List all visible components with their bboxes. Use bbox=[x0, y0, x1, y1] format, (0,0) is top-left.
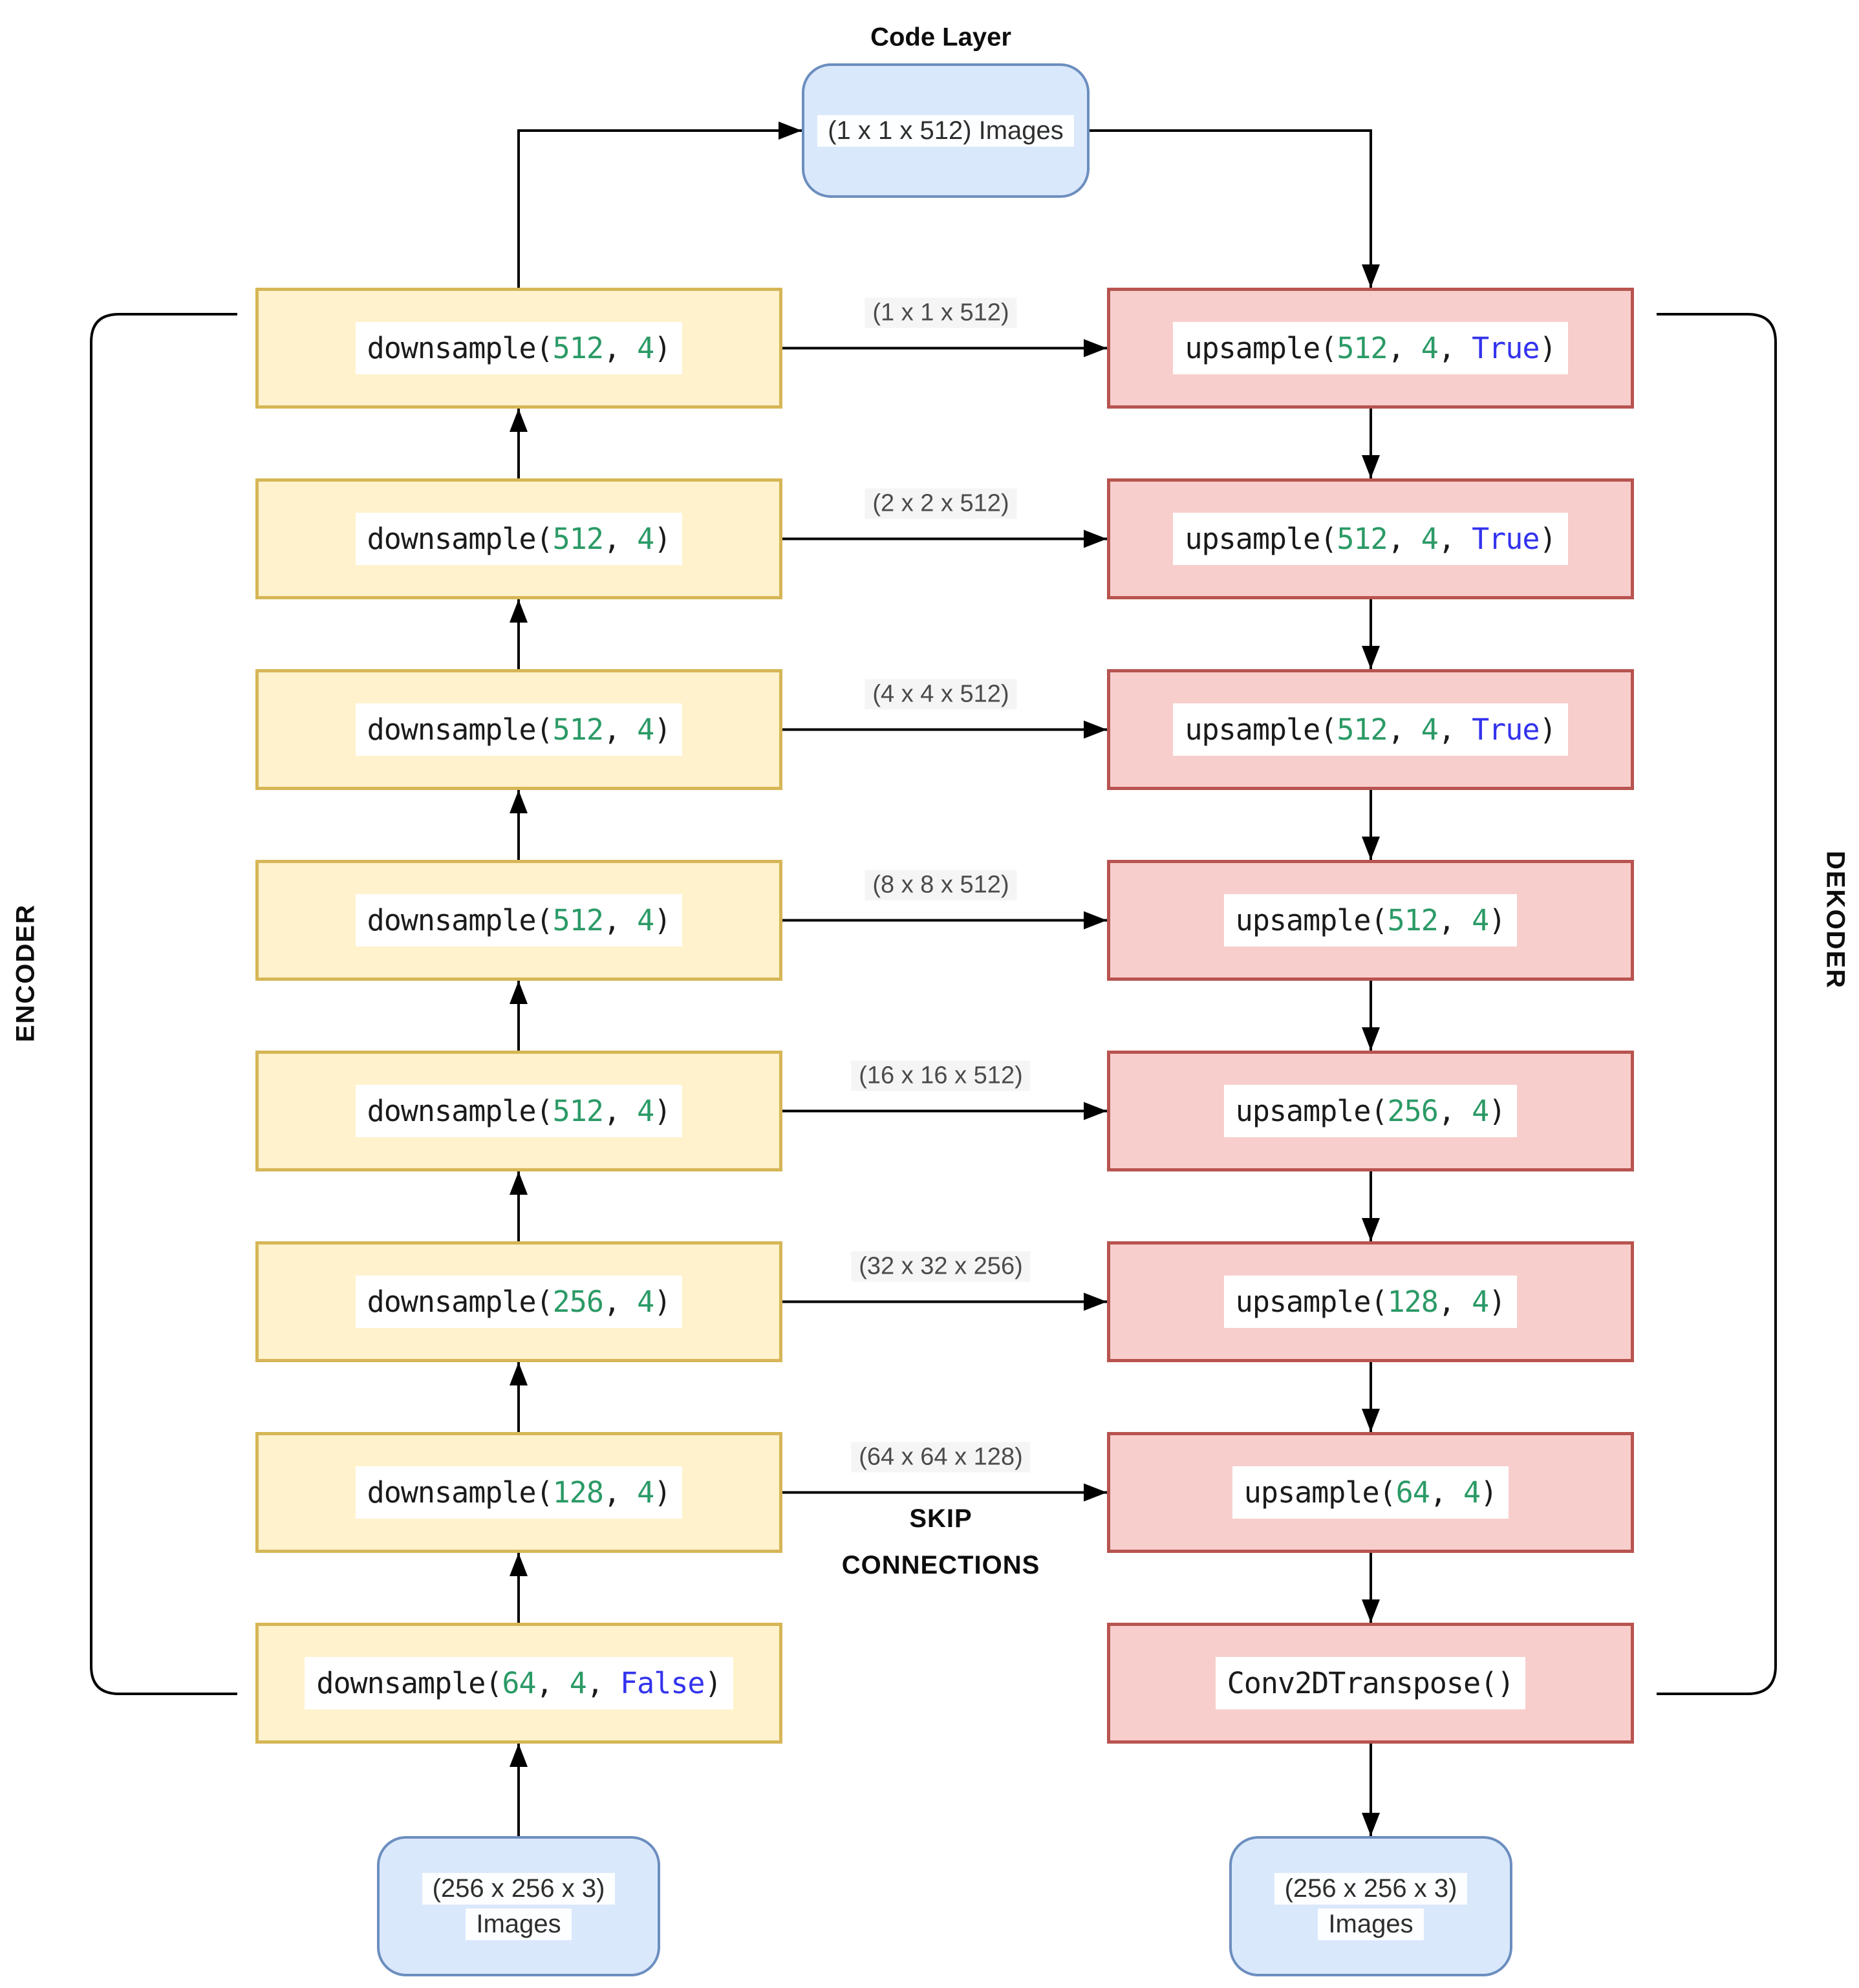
encoder-box-2: downsample(512, 4) bbox=[255, 478, 782, 599]
encoder-side-label: ENCODER bbox=[11, 903, 40, 1043]
encoder-box-6-code: downsample(256, 4) bbox=[355, 1276, 683, 1328]
decoder-box-5: upsample(256, 4) bbox=[1107, 1051, 1634, 1171]
decoder-box-7: upsample(64, 4) bbox=[1107, 1432, 1634, 1553]
encoder-box-5-code: downsample(512, 4) bbox=[355, 1085, 683, 1137]
decoder-box-8: Conv2DTranspose() bbox=[1107, 1623, 1634, 1744]
skip-label-3: (4 x 4 x 512) bbox=[865, 679, 1017, 709]
code-to-decoder-arrow bbox=[1090, 129, 1380, 288]
decoder-box-2: upsample(512, 4, True) bbox=[1107, 478, 1634, 599]
encoder-box-8: downsample(64, 4, False) bbox=[255, 1623, 782, 1744]
decoder-box-3-code: upsample(512, 4, True) bbox=[1173, 703, 1568, 756]
code-layer-title: Code Layer bbox=[870, 23, 1011, 52]
decoder-box-1-code: upsample(512, 4, True) bbox=[1173, 322, 1568, 374]
output-images-shape: (256 x 256 x 3) bbox=[1274, 1872, 1468, 1905]
input-images-shape: (256 x 256 x 3) bbox=[422, 1872, 616, 1905]
encoder-box-7-code: downsample(128, 4) bbox=[355, 1466, 683, 1519]
code-layer-box-label: (1 x 1 x 512) Images bbox=[817, 114, 1074, 147]
encoder-box-3: downsample(512, 4) bbox=[255, 669, 782, 790]
encoder-box-4-code: downsample(512, 4) bbox=[355, 894, 683, 946]
skip-label-5: (16 x 16 x 512) bbox=[851, 1060, 1031, 1091]
encoder-to-code-arrow bbox=[517, 122, 802, 288]
skip-connections-heading-line1: SKIP bbox=[909, 1504, 972, 1533]
input-images-box: (256 x 256 x 3) Images bbox=[377, 1836, 660, 1976]
skip-connections-heading: SKIP CONNECTIONS bbox=[842, 1495, 1040, 1588]
skip-label-7: (64 x 64 x 128) bbox=[851, 1442, 1031, 1472]
decoder-box-1: upsample(512, 4, True) bbox=[1107, 288, 1634, 409]
code-layer-box: (1 x 1 x 512) Images bbox=[802, 63, 1090, 198]
decoder-box-6-code: upsample(128, 4) bbox=[1223, 1276, 1518, 1328]
encoder-bracket bbox=[90, 313, 237, 1695]
decoder-box-8-code: Conv2DTranspose() bbox=[1215, 1657, 1526, 1709]
decoder-box-4: upsample(512, 4) bbox=[1107, 860, 1634, 981]
skip-label-1: (1 x 1 x 512) bbox=[865, 297, 1017, 328]
encoder-box-1: downsample(512, 4) bbox=[255, 288, 782, 409]
encoder-box-1-code: downsample(512, 4) bbox=[355, 322, 683, 374]
skip-label-2: (2 x 2 x 512) bbox=[865, 488, 1017, 518]
output-images-box: (256 x 256 x 3) Images bbox=[1229, 1836, 1512, 1976]
skip-label-6: (32 x 32 x 256) bbox=[851, 1251, 1031, 1281]
encoder-box-5: downsample(512, 4) bbox=[255, 1051, 782, 1171]
decoder-box-2-code: upsample(512, 4, True) bbox=[1173, 513, 1568, 565]
encoder-box-3-code: downsample(512, 4) bbox=[355, 703, 683, 756]
encoder-box-2-code: downsample(512, 4) bbox=[355, 513, 683, 565]
decoder-box-7-code: upsample(64, 4) bbox=[1232, 1466, 1509, 1519]
encoder-box-7: downsample(128, 4) bbox=[255, 1432, 782, 1553]
decoder-box-5-code: upsample(256, 4) bbox=[1223, 1085, 1518, 1137]
decoder-box-4-code: upsample(512, 4) bbox=[1223, 894, 1518, 946]
encoder-box-6: downsample(256, 4) bbox=[255, 1241, 782, 1362]
output-images-caption: Images bbox=[1318, 1908, 1424, 1940]
input-images-caption: Images bbox=[466, 1908, 572, 1940]
decoder-box-3: upsample(512, 4, True) bbox=[1107, 669, 1634, 790]
decoder-side-label: DEKODER bbox=[1821, 850, 1850, 990]
decoder-box-6: upsample(128, 4) bbox=[1107, 1241, 1634, 1362]
encoder-box-8-code: downsample(64, 4, False) bbox=[305, 1657, 733, 1709]
encoder-box-4: downsample(512, 4) bbox=[255, 860, 782, 981]
skip-connections-heading-line2: CONNECTIONS bbox=[841, 1551, 1040, 1579]
decoder-bracket bbox=[1657, 313, 1777, 1695]
skip-label-4: (8 x 8 x 512) bbox=[865, 870, 1017, 900]
